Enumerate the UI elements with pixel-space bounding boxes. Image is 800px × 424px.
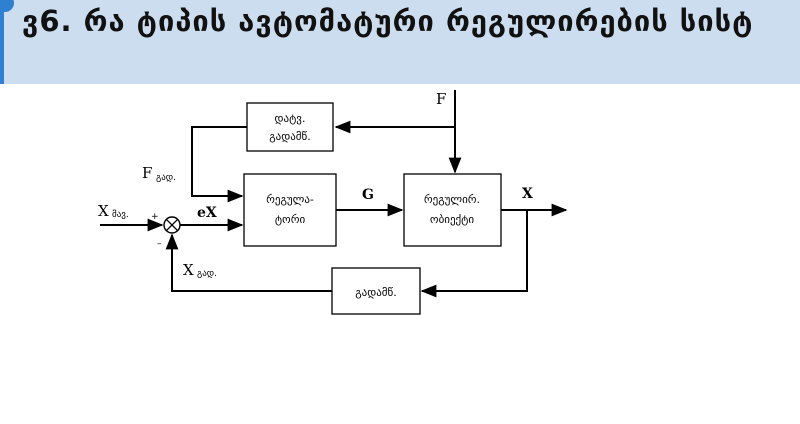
title-banner: ვ6. რა ტიპის ავტომატური რეგულირების სისტ — [0, 0, 800, 84]
svg-text:მავ.: მავ. — [112, 209, 129, 220]
summing-junction — [163, 216, 181, 234]
svg-text:F: F — [142, 164, 152, 182]
svg-text:X: X — [98, 202, 109, 220]
f-sensor-label: F გად. — [142, 164, 176, 183]
minus-sign: – — [157, 239, 162, 249]
object-block: რეგულირ. ობიექტი — [403, 173, 502, 247]
regulator-block: რეგულა- ტორი — [243, 173, 337, 247]
svg-text:გად.: გად. — [156, 173, 176, 183]
regulator-label-2: ტორი — [275, 213, 306, 226]
accent-bar — [0, 0, 4, 84]
sensor-label-2: გადამწ. — [269, 130, 311, 143]
plus-sign: + — [151, 212, 159, 222]
question-title: ვ6. რა ტიპის ავტომატური რეგულირების სისტ — [22, 4, 754, 38]
svg-text:გად.: გად. — [197, 269, 217, 279]
output-to-feedback-arrow — [420, 210, 528, 298]
accent-dot — [0, 0, 14, 12]
setpoint-label: X მავ. — [98, 202, 129, 220]
feedback-label: გადამწ. — [355, 286, 397, 299]
output-label: X — [522, 186, 533, 202]
feedback-block: გადამწ. — [331, 267, 421, 315]
feedback-to-junction-arrow — [165, 233, 332, 292]
sensor-label-1: დატვ. — [275, 112, 306, 125]
regulator-label-1: რეგულა- — [266, 193, 314, 206]
svg-text:X: X — [183, 261, 194, 279]
sensor-to-regulator-arrow — [191, 126, 247, 203]
sensor-block: დატვ. გადამწ. — [246, 102, 334, 152]
control-signal-label: G — [362, 187, 374, 203]
error-label: eX — [197, 205, 217, 221]
feedback-signal-label: X გად. — [183, 261, 217, 279]
object-label-2: ობიექტი — [430, 213, 474, 226]
disturbance-label: F — [436, 90, 446, 108]
object-label-1: რეგულირ. — [424, 193, 480, 206]
